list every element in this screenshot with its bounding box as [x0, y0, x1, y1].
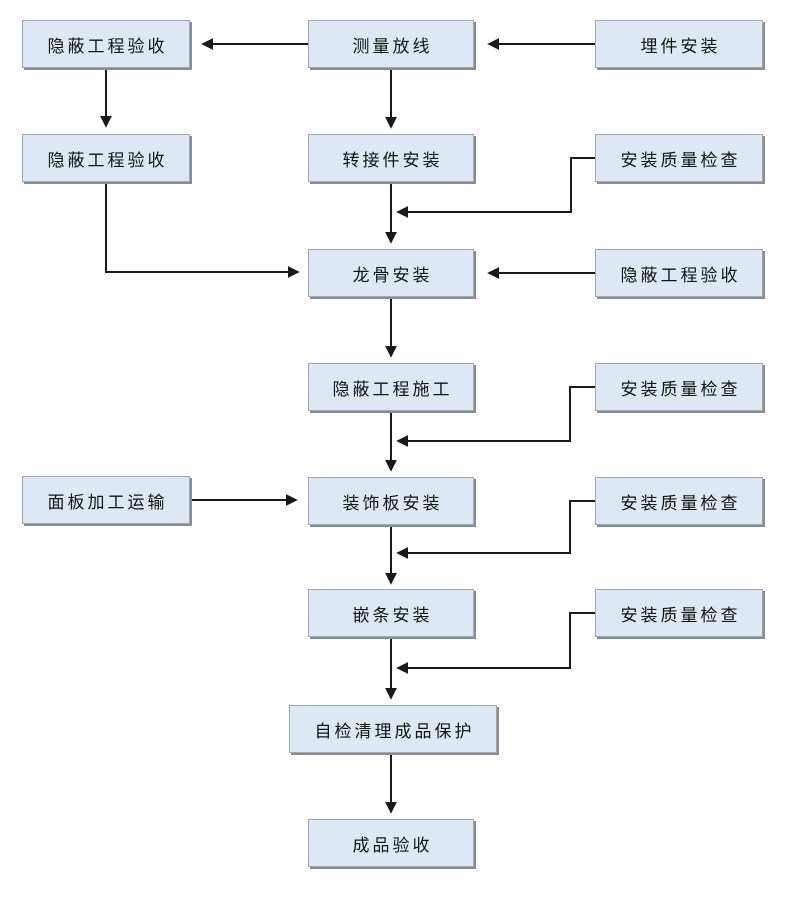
edge-hidden-left-to-keel-elbow-arrow — [105, 182, 300, 278]
node-label: 龙骨安装 — [352, 265, 433, 285]
node-label: 隐蔽工程施工 — [332, 379, 453, 399]
node-label: 测量放线 — [352, 36, 433, 56]
node-label: 安装质量检查 — [620, 150, 741, 170]
node-inlay-strip-install: 嵌条安装 — [308, 589, 474, 637]
node-label: 装饰板安装 — [342, 493, 443, 513]
node-label: 安装质量检查 — [620, 379, 741, 399]
node-qc-check-3: 安装质量检查 — [595, 477, 763, 525]
edge-qc2-elbow-arrow — [396, 386, 595, 447]
node-label: 自检清理成品保护 — [314, 721, 475, 741]
node-keel-install: 龙骨安装 — [308, 249, 474, 297]
node-hidden-acceptance-left: 隐蔽工程验收 — [22, 134, 190, 182]
node-decorative-panel-install: 装饰板安装 — [308, 477, 474, 525]
node-label: 安装质量检查 — [620, 493, 741, 513]
node-label: 成品验收 — [352, 835, 433, 855]
node-panel-processing-transport: 面板加工运输 — [22, 476, 190, 524]
node-qc-check-4: 安装质量检查 — [595, 589, 763, 637]
node-label: 转接件安装 — [342, 150, 443, 170]
node-hidden-acceptance-right: 隐蔽工程验收 — [595, 249, 763, 297]
node-label: 隐蔽工程验收 — [620, 265, 741, 285]
node-qc-check-2: 安装质量检查 — [595, 363, 763, 411]
node-self-check-cleanup-protection: 自检清理成品保护 — [289, 705, 497, 753]
node-finished-product-acceptance: 成品验收 — [308, 819, 474, 867]
node-qc-check-1: 安装质量检查 — [595, 134, 763, 182]
node-label: 面板加工运输 — [47, 492, 168, 512]
node-hidden-acceptance-top: 隐蔽工程验收 — [22, 20, 190, 68]
node-survey-layout: 测量放线 — [308, 20, 474, 68]
node-embedded-parts-install: 埋件安装 — [595, 20, 763, 68]
node-label: 隐蔽工程验收 — [47, 36, 168, 56]
node-adapter-install: 转接件安装 — [308, 134, 474, 182]
node-label: 嵌条安装 — [352, 605, 433, 625]
node-label: 安装质量检查 — [620, 605, 741, 625]
edge-qc1-elbow-arrow — [396, 157, 595, 218]
node-label: 埋件安装 — [640, 36, 721, 56]
edge-qc3-elbow-arrow — [396, 500, 595, 559]
edge-qc4-elbow-arrow — [396, 612, 595, 674]
node-label: 隐蔽工程验收 — [47, 150, 168, 170]
node-hidden-work-construction: 隐蔽工程施工 — [308, 363, 474, 411]
